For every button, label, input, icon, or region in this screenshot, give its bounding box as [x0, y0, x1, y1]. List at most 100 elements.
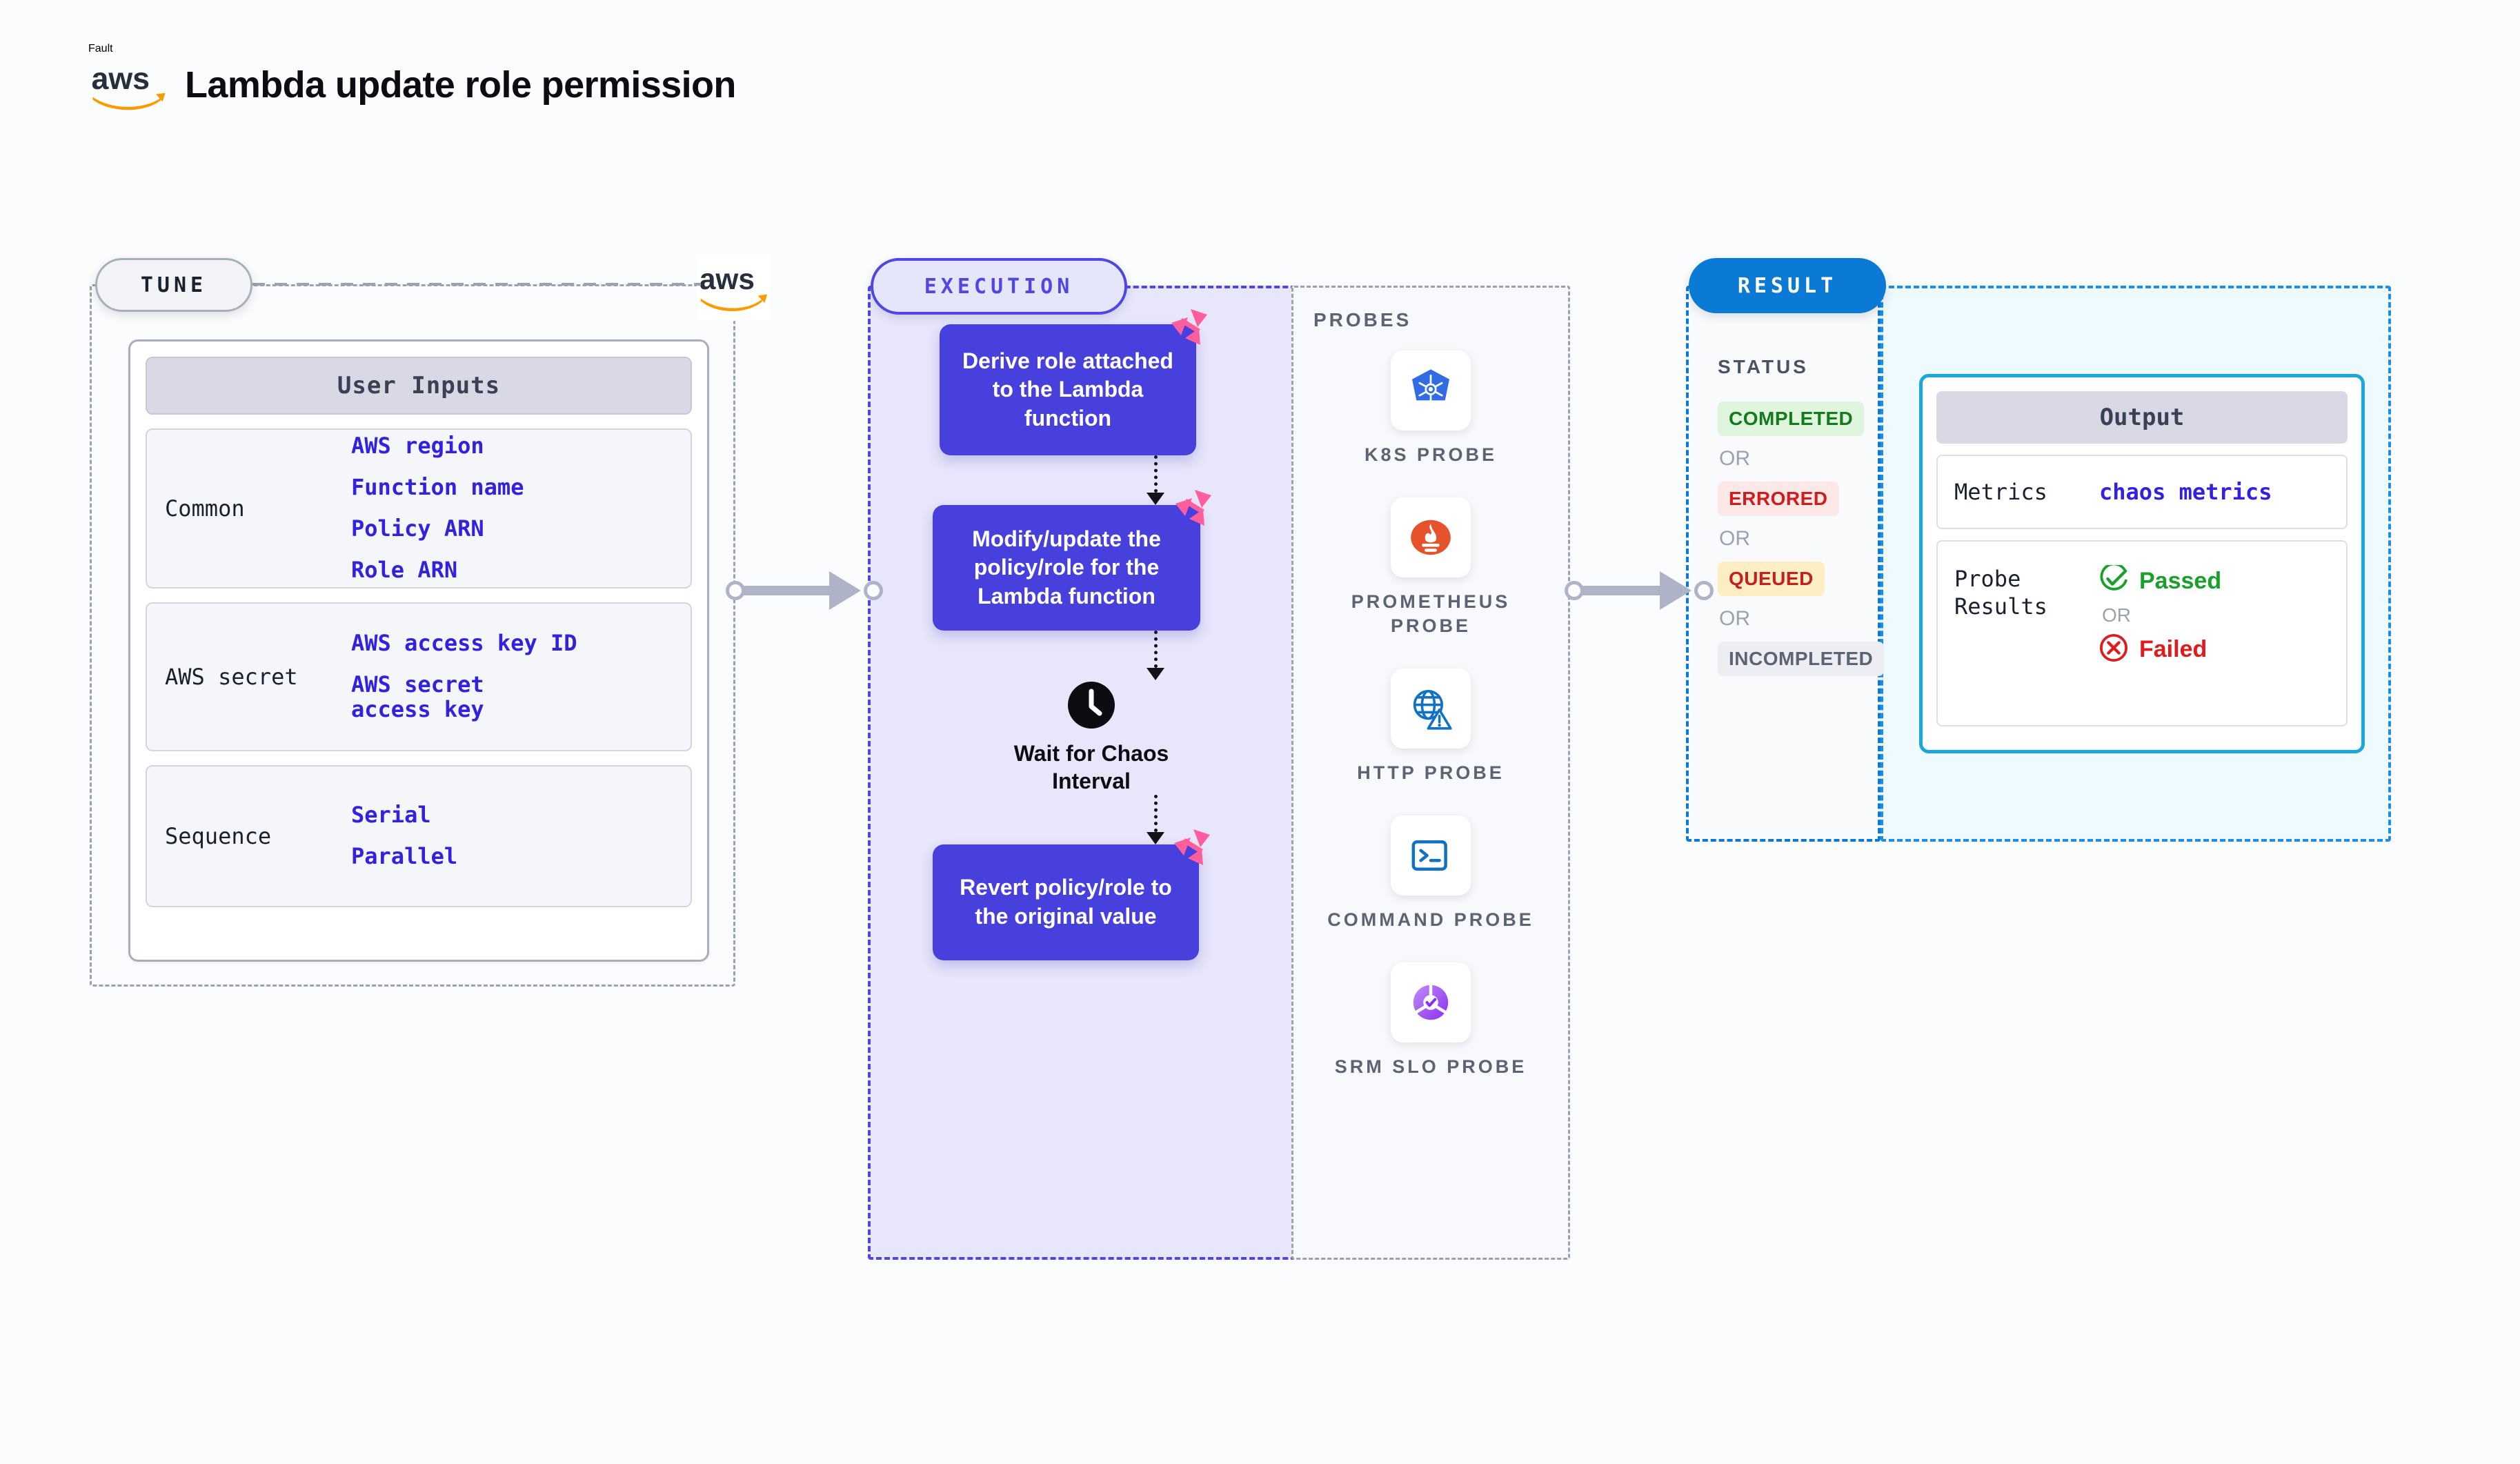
srm-slo-icon	[1391, 962, 1471, 1043]
input-value[interactable]: AWS access key ID	[351, 630, 577, 657]
status-badge-queued: QUEUED	[1718, 562, 1825, 596]
input-group-common: Common AWS region Function name Policy A…	[146, 428, 692, 588]
connector-arrowhead-icon	[1660, 571, 1691, 610]
probe-label: SRM SLO PROBE	[1334, 1056, 1527, 1078]
user-inputs-card: User Inputs Common AWS region Function n…	[128, 339, 709, 962]
result-pill[interactable]: RESULT	[1689, 258, 1886, 313]
output-row-metrics: Metrics chaos metrics	[1936, 455, 2348, 529]
status-or-label: OR	[1719, 447, 1750, 470]
output-card: Output Metrics chaos metrics Probe Resul…	[1919, 374, 2365, 753]
kubernetes-icon	[1391, 350, 1471, 431]
user-inputs-title: User Inputs	[146, 357, 692, 415]
input-group-aws-secret: AWS secret AWS access key ID AWS secret …	[146, 602, 692, 751]
input-value[interactable]: Policy ARN	[351, 515, 484, 542]
input-value[interactable]: AWS region	[351, 433, 484, 459]
connector-endpoint	[1565, 581, 1584, 600]
probe-label: PROMETHEUS PROBE	[1351, 591, 1511, 637]
page-header: Fault aws Lambda update role permission	[88, 43, 736, 110]
input-group-label: Common	[165, 495, 245, 522]
flow-step-box[interactable]: Modify/update the policy/role for the La…	[933, 490, 1211, 631]
input-group-sequence: Sequence Serial Parallel	[146, 765, 692, 907]
connector-tune-to-execution	[726, 571, 883, 610]
input-group-label: AWS secret	[165, 664, 298, 690]
probes-title: PROBES	[1313, 309, 1412, 330]
arrow-line	[1153, 795, 1158, 832]
probe-result-or-label: OR	[2102, 604, 2131, 626]
status-badge-errored: ERRORED	[1718, 482, 1839, 516]
tune-aws-logo-icon: aws	[697, 254, 770, 322]
flow-step-label: Modify/update the policy/role for the La…	[972, 526, 1161, 609]
http-globe-warning-icon	[1391, 669, 1471, 749]
output-row-probe-results: Probe Results Passed OR	[1936, 540, 2348, 726]
input-value[interactable]: Parallel	[351, 843, 458, 869]
probe-item-command[interactable]: COMMAND PROBE	[1313, 815, 1548, 932]
probe-label: HTTP PROBE	[1357, 762, 1505, 784]
execution-pill[interactable]: EXECUTION	[871, 258, 1127, 315]
svg-text:aws: aws	[700, 263, 755, 295]
flow-arrow-down	[1068, 631, 1243, 680]
probe-result-failed-label: Failed	[2139, 636, 2208, 662]
x-circle-icon	[2099, 633, 2128, 666]
status-badge-incompleted: INCOMPLETED	[1718, 642, 1885, 676]
flow-arrow-down	[1068, 795, 1243, 844]
status-badge-completed: COMPLETED	[1718, 402, 1865, 436]
input-value[interactable]: Role ARN	[351, 556, 458, 583]
input-value[interactable]: AWS secret access key	[351, 671, 484, 722]
svg-text:aws: aws	[91, 61, 150, 96]
probe-item-k8s[interactable]: K8S PROBE	[1313, 350, 1548, 467]
input-group-label: Sequence	[165, 823, 272, 849]
flow-step-label: Derive role attached to the Lambda funct…	[962, 348, 1173, 431]
probe-result-failed: Failed	[2099, 633, 2221, 666]
connector-endpoint	[1694, 581, 1714, 600]
terminal-icon	[1391, 815, 1471, 896]
probe-result-passed-label: Passed	[2139, 568, 2222, 594]
fault-kicker: Fault	[88, 43, 113, 55]
status-or-label: OR	[1719, 527, 1750, 550]
chaos-badge-icon	[1174, 488, 1213, 527]
tune-pill[interactable]: TUNE	[95, 258, 252, 312]
status-or-label: OR	[1719, 607, 1750, 630]
probe-item-http[interactable]: HTTP PROBE	[1313, 669, 1548, 785]
chaos-badge-icon	[1173, 828, 1211, 867]
flow-step-box[interactable]: Revert policy/role to the original value	[933, 829, 1210, 960]
probe-item-prometheus[interactable]: PROMETHEUS PROBE	[1313, 497, 1548, 638]
chaos-badge-icon	[1170, 308, 1209, 346]
clock-icon	[1066, 680, 1116, 730]
input-value[interactable]: Function name	[351, 474, 524, 501]
arrow-tip-icon	[1147, 668, 1164, 680]
prometheus-icon	[1391, 497, 1471, 578]
flow-arrow-down	[1068, 455, 1243, 505]
arrow-line	[1153, 455, 1158, 493]
status-title: STATUS	[1718, 356, 1809, 377]
flow-wait-node: Wait for Chaos Interval	[940, 680, 1243, 795]
connector-line	[738, 586, 850, 595]
page-title: Lambda update role permission	[185, 64, 736, 106]
connector-line	[1577, 586, 1680, 595]
output-row-key: Metrics	[1954, 479, 2047, 505]
flow-step-label: Revert policy/role to the original value	[960, 875, 1172, 929]
arrow-tip-icon	[1147, 832, 1164, 844]
arrow-tip-icon	[1147, 493, 1164, 505]
probes-panel	[1291, 286, 1570, 1260]
probe-result-passed: Passed	[2099, 562, 2222, 597]
probe-label: COMMAND PROBE	[1327, 909, 1534, 931]
flow-step-box[interactable]: Derive role attached to the Lambda funct…	[940, 309, 1207, 455]
probes-list: K8S PROBE PROMETHEUS PROBE	[1313, 350, 1548, 1110]
output-row-key: Probe Results	[1954, 566, 2047, 620]
output-row-value[interactable]: chaos metrics	[2099, 479, 2272, 505]
probe-item-srm-slo[interactable]: SRM SLO PROBE	[1313, 962, 1548, 1079]
probe-label: K8S PROBE	[1364, 444, 1498, 465]
tune-dashed-link	[252, 283, 701, 286]
check-circle-icon	[2099, 562, 2128, 597]
output-title: Output	[1936, 391, 2348, 444]
flow-wait-label: Wait for Chaos Interval	[1013, 741, 1169, 793]
execution-flow: Derive role attached to the Lambda funct…	[933, 309, 1243, 960]
status-list: COMPLETED OR ERRORED OR QUEUED OR INCOMP…	[1718, 402, 1885, 676]
input-value[interactable]: Serial	[351, 802, 431, 829]
connector-endpoint	[726, 581, 745, 600]
connector-endpoint	[864, 581, 883, 600]
aws-logo-icon: aws	[88, 59, 170, 110]
arrow-line	[1153, 631, 1158, 668]
connector-arrowhead-icon	[829, 571, 861, 610]
